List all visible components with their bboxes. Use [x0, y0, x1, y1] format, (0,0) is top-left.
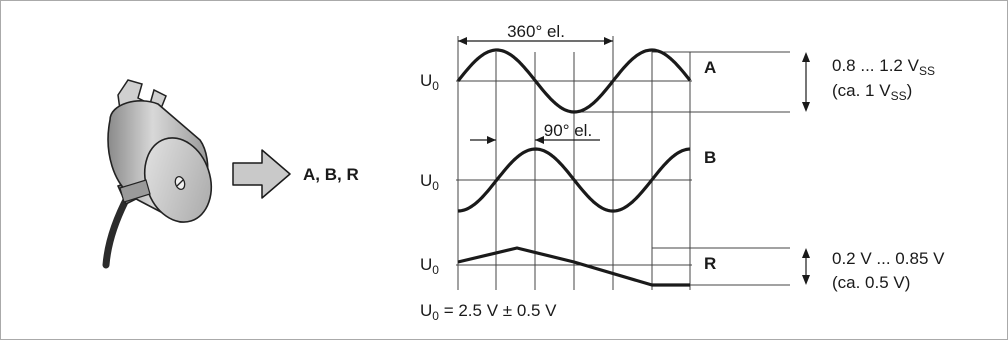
signal-a-curve — [456, 48, 692, 114]
channel-a-label: A — [704, 58, 716, 77]
phase-label: 90° el. — [544, 121, 592, 140]
u0-label-a: U0 — [420, 71, 439, 93]
encoder-image — [102, 79, 213, 269]
period-label: 360° el. — [507, 22, 565, 41]
encoder-connector — [119, 179, 151, 203]
output-arrow-icon — [232, 149, 291, 199]
r-amplitude-line1: 0.2 V ... 0.85 V — [832, 249, 945, 268]
r-amplitude-line2: (ca. 0.5 V) — [832, 273, 910, 292]
u0-label-r: U0 — [420, 255, 439, 277]
ab-amplitude-arrow — [802, 52, 810, 112]
ab-amplitude-line1: 0.8 ... 1.2 VSS — [832, 56, 935, 78]
signals-label: A, B, R — [303, 165, 359, 184]
grid-lines — [456, 36, 790, 290]
u0-footnote: U0 = 2.5 V ± 0.5 V — [420, 301, 557, 323]
screw-slot — [176, 179, 184, 187]
phase-dimension: 90° el. — [470, 121, 600, 144]
channel-b-label: B — [704, 148, 716, 167]
signal-r-curve — [457, 246, 690, 287]
r-amplitude-arrow — [802, 248, 810, 285]
period-dimension: 360° el. — [458, 22, 613, 45]
u0-label-b: U0 — [420, 171, 439, 193]
channel-r-label: R — [704, 254, 716, 273]
signal-b-curve — [457, 147, 691, 213]
ab-amplitude-line2: (ca. 1 VSS) — [832, 81, 912, 103]
